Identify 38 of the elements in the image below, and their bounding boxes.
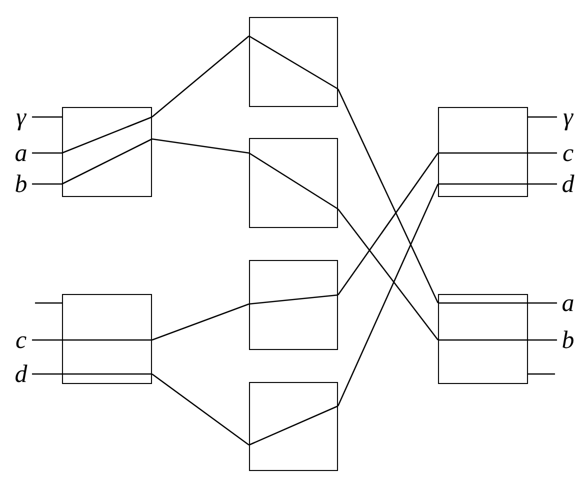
terminal-label: a	[557, 289, 579, 317]
terminal-label: γ	[557, 103, 579, 131]
connection-line	[152, 373, 250, 446]
connection-line	[337, 88, 439, 304]
switch-box	[249, 17, 338, 107]
connection-line	[152, 303, 250, 341]
connection-line	[337, 184, 439, 406]
switch-box	[438, 107, 528, 197]
connection-line	[528, 302, 557, 304]
connection-line	[337, 152, 439, 296]
connection-line	[152, 138, 250, 154]
connection-line	[337, 208, 439, 340]
connection-line	[528, 183, 557, 185]
connection-line	[528, 339, 557, 341]
terminal-label: b	[10, 170, 32, 198]
connection-line	[528, 116, 557, 118]
connection-line	[32, 116, 62, 118]
connection-line	[32, 183, 62, 185]
terminal-label: a	[10, 139, 32, 167]
connection-line	[32, 373, 62, 375]
connection-line	[528, 152, 557, 154]
connection-line	[152, 36, 250, 118]
switch-box	[62, 107, 152, 197]
switch-box	[249, 382, 338, 471]
switch-box	[438, 294, 528, 384]
switch-box	[249, 138, 338, 228]
terminal-label: c	[557, 139, 579, 167]
connection-line	[35, 302, 62, 304]
connection-line	[32, 339, 62, 341]
terminal-label: γ	[10, 103, 32, 131]
switch-box	[62, 294, 152, 384]
terminal-label: b	[557, 326, 579, 354]
terminal-label: d	[557, 170, 579, 198]
connection-line	[32, 152, 62, 154]
terminal-label: c	[10, 326, 32, 354]
connection-line	[528, 373, 555, 375]
terminal-label: d	[10, 360, 32, 388]
switch-box	[249, 260, 338, 350]
